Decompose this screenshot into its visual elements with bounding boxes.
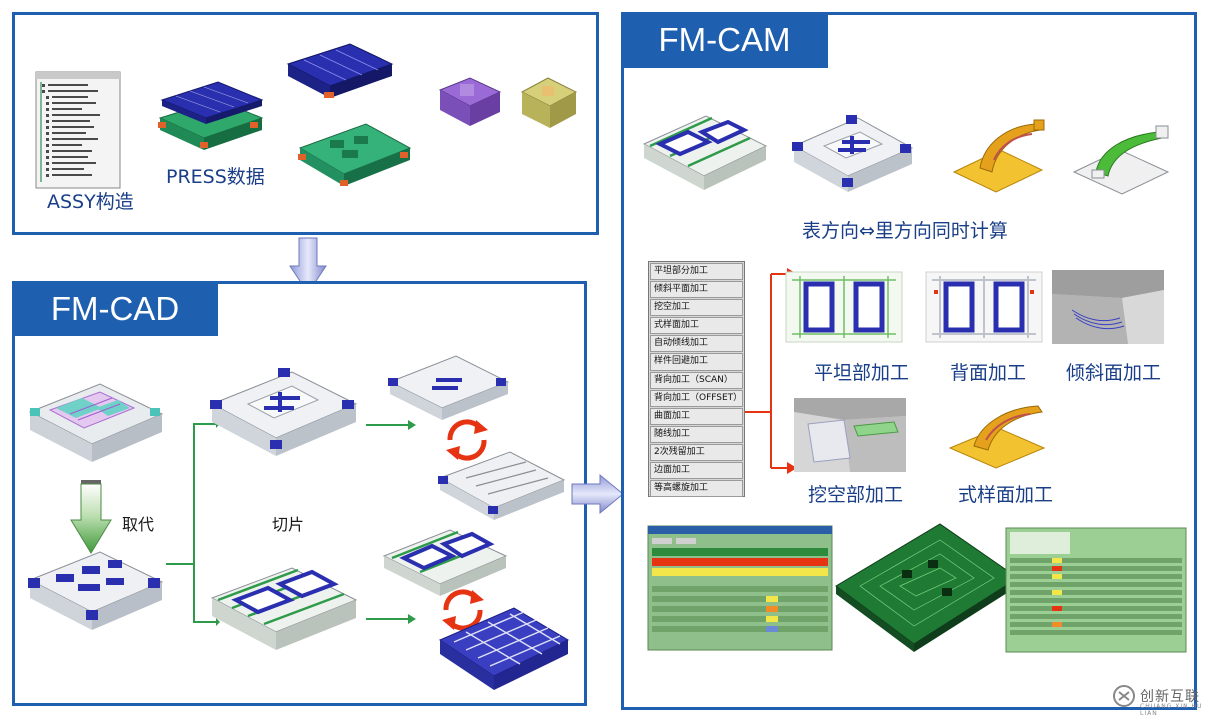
down-arrow — [289, 237, 327, 294]
machining-method-menu: 平坦部分加工 倾斜平面加工 挖空加工 式样面加工 自动倾线加工 样件回避加工 背… — [648, 261, 745, 498]
assy-label: ASSY构造 — [47, 191, 134, 213]
purple-part-image — [438, 77, 502, 126]
fm-cad-title: FM-CAD — [12, 281, 218, 336]
replace-label: 取代 — [122, 515, 155, 534]
lower-top-slice-image — [382, 529, 508, 596]
cam-white-fixture-image — [792, 115, 914, 192]
flat-machining-label: 平坦部加工 — [814, 362, 910, 384]
menu-item[interactable]: 样件回避加工 — [650, 353, 743, 371]
menu-item[interactable]: 挖空加工 — [650, 299, 743, 317]
menu-item[interactable]: 背向加工（OFFSET） — [650, 389, 743, 407]
menu-item[interactable]: 曲面加工 — [650, 407, 743, 425]
bidirectional-label: 表方向⇔里方向同时计算 — [802, 220, 1008, 242]
menu-item[interactable]: 自动倾线加工 — [650, 335, 743, 353]
upper-bottom-slice-image — [438, 451, 566, 520]
back-machining-image — [925, 271, 1043, 343]
machining-result-table-image — [1005, 527, 1187, 653]
yellow-part-image — [520, 77, 578, 128]
watermark-text: 创新互联 — [1140, 689, 1200, 705]
lower-bottom-slice-image — [438, 607, 570, 690]
cad-arrow-upper — [366, 420, 416, 430]
upper-die-image — [286, 43, 394, 98]
menu-item[interactable]: 随线加工 — [650, 425, 743, 443]
cam-green-part-image — [1072, 125, 1170, 195]
toolpath-3d-image — [835, 523, 1019, 652]
cad-arrow-lower — [366, 614, 416, 624]
cam-green-plate-image — [642, 115, 768, 190]
watermark-logo-icon — [1113, 685, 1135, 707]
lower-die-image — [298, 123, 412, 186]
watermark-sub: CHUANG XIN HU LIAN — [1140, 703, 1203, 717]
press-assembly-image — [158, 81, 264, 150]
original-fixture-image — [28, 383, 164, 462]
menu-item[interactable]: 倾斜平面加工 — [650, 281, 743, 299]
menu-item[interactable]: 背向加工（SCAN） — [650, 371, 743, 389]
menu-item[interactable]: 等高螺旋加工 — [650, 480, 743, 498]
slice-label: 切片 — [272, 515, 305, 534]
menu-item[interactable]: 式样面加工 — [650, 317, 743, 335]
inclined-machining-label: 倾斜面加工 — [1066, 362, 1162, 384]
pocket-machining-image — [794, 398, 906, 472]
flat-machining-image — [785, 271, 903, 343]
upper-slice-image — [210, 368, 358, 456]
lower-slice-image — [210, 567, 358, 650]
style-machining-image — [948, 405, 1046, 469]
press-label: PRESS数据 — [166, 166, 265, 188]
menu-item[interactable]: 2次残留加工 — [650, 443, 743, 462]
replaced-fixture-image — [28, 551, 164, 630]
pocket-machining-label: 挖空部加工 — [808, 484, 904, 506]
cam-yellow-part-image — [952, 119, 1045, 193]
style-machining-label: 式样面加工 — [958, 484, 1054, 506]
back-machining-label: 背面加工 — [950, 362, 1027, 384]
menu-item[interactable]: 平坦部分加工 — [650, 263, 743, 281]
upper-top-slice-image — [388, 355, 510, 420]
replace-arrow — [70, 480, 112, 554]
assy-tree-image — [35, 71, 121, 189]
inclined-machining-image — [1052, 270, 1164, 344]
upper-rotate-icon — [446, 419, 488, 461]
fm-cam-title: FM-CAM — [621, 12, 828, 68]
menu-item[interactable]: 边面加工 — [650, 462, 743, 480]
tool-setting-dialog-image — [647, 525, 833, 651]
cad-to-cam-arrow — [571, 473, 624, 515]
